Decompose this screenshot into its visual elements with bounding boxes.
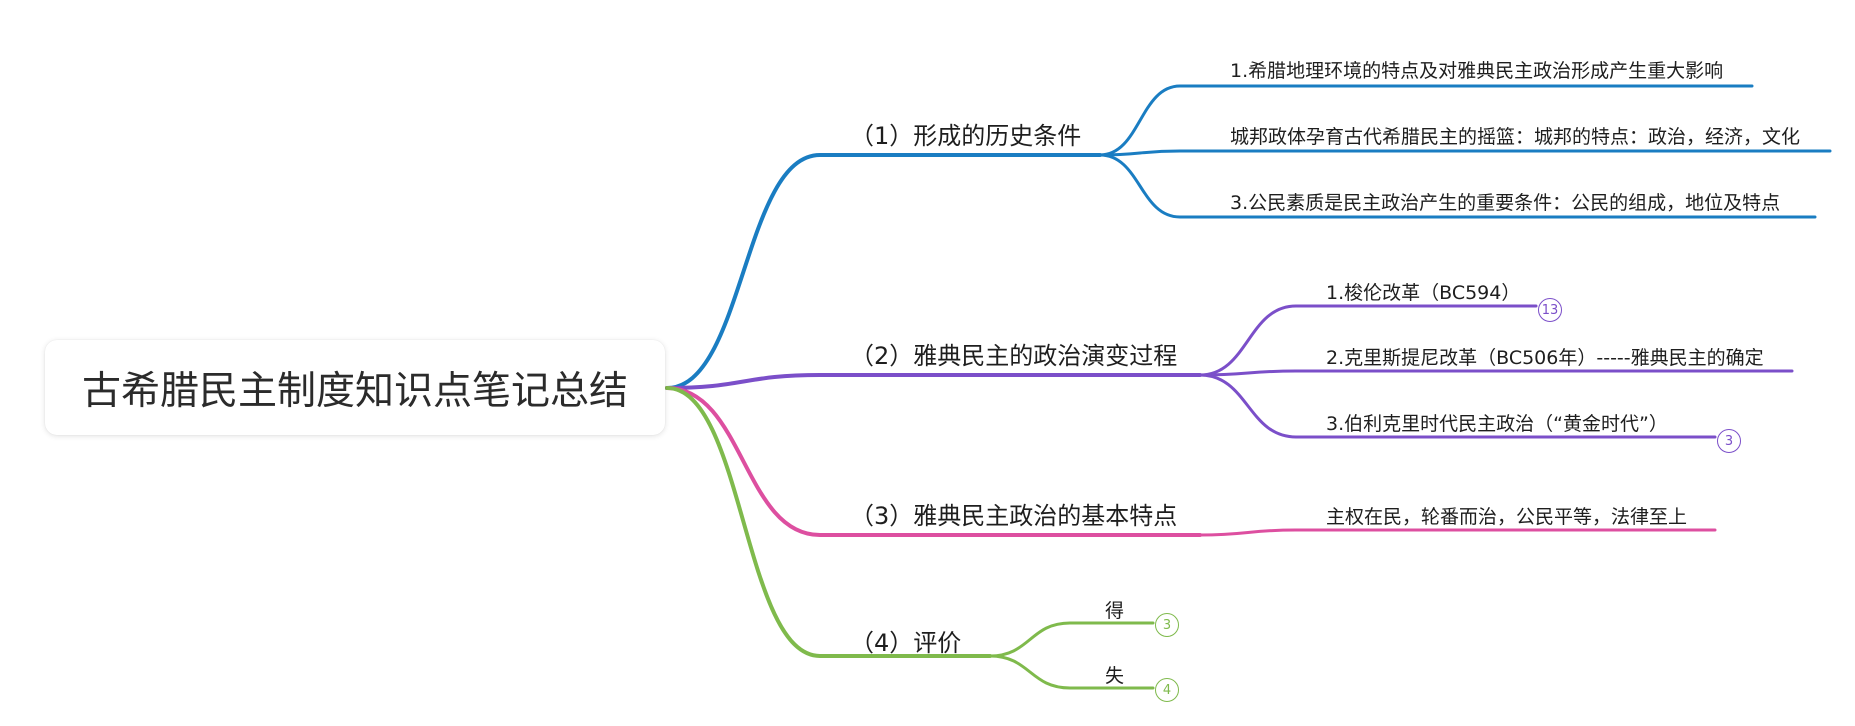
link-branch-3-child-1 [1198, 528, 1717, 537]
branch-4-child-1-count-badge[interactable]: 3 [1155, 613, 1179, 637]
branch-2-child-3[interactable]: 3.伯利克里时代民主政治（“黄金时代”） [1326, 413, 1668, 435]
link-root-branch-4 [665, 386, 992, 658]
branch-3-child-1[interactable]: 主权在民，轮番而治，公民平等，法律至上 [1326, 506, 1688, 528]
link-branch-2-child-3 [1198, 373, 1717, 439]
branch-4-child-1[interactable]: 得 [1105, 600, 1125, 622]
branch-1-label[interactable]: （1）形成的历史条件 [850, 122, 1082, 150]
branch-2-child-1[interactable]: 1.梭伦改革（BC594） [1326, 282, 1521, 304]
link-branch-4-child-2 [988, 654, 1155, 690]
branch-2-child-2[interactable]: 2.克里斯提尼改革（BC506年）-----雅典民主的确定 [1326, 347, 1764, 369]
link-branch-1-child-3 [1098, 153, 1817, 219]
root-topic[interactable]: 古希腊民主制度知识点笔记总结 [45, 340, 665, 435]
branch-1-child-2[interactable]: 城邦政体孕育古代希腊民主的摇篮：城邦的特点：政治，经济，文化 [1230, 126, 1801, 148]
branch-1-child-1[interactable]: 1.希腊地理环境的特点及对雅典民主政治形成产生重大影响 [1230, 60, 1724, 82]
link-root-branch-3 [665, 386, 1202, 537]
link-root-branch-2 [665, 373, 1202, 390]
branch-3-label[interactable]: （3）雅典民主政治的基本特点 [850, 502, 1178, 530]
root-topic-title: 古希腊民主制度知识点笔记总结 [81, 368, 628, 414]
link-branch-1-child-2 [1098, 149, 1832, 157]
branch-1-child-3[interactable]: 3.公民素质是民主政治产生的重要条件：公民的组成，地位及特点 [1230, 192, 1781, 214]
link-branch-2-child-1 [1198, 304, 1538, 377]
link-branch-1-child-1 [1098, 84, 1754, 157]
link-root-branch-1 [665, 153, 1102, 390]
branch-4-child-2-count-badge[interactable]: 4 [1155, 678, 1179, 702]
branch-4-child-2[interactable]: 失 [1105, 665, 1125, 687]
branch-2-child-1-count-badge[interactable]: 13 [1538, 298, 1562, 322]
branch-2-child-3-count-badge[interactable]: 3 [1717, 429, 1741, 453]
branch-2-label[interactable]: （2）雅典民主的政治演变过程 [850, 342, 1178, 370]
link-branch-4-child-1 [988, 621, 1155, 658]
branch-4-label[interactable]: （4）评价 [850, 629, 962, 657]
link-branch-2-child-2 [1198, 369, 1794, 377]
